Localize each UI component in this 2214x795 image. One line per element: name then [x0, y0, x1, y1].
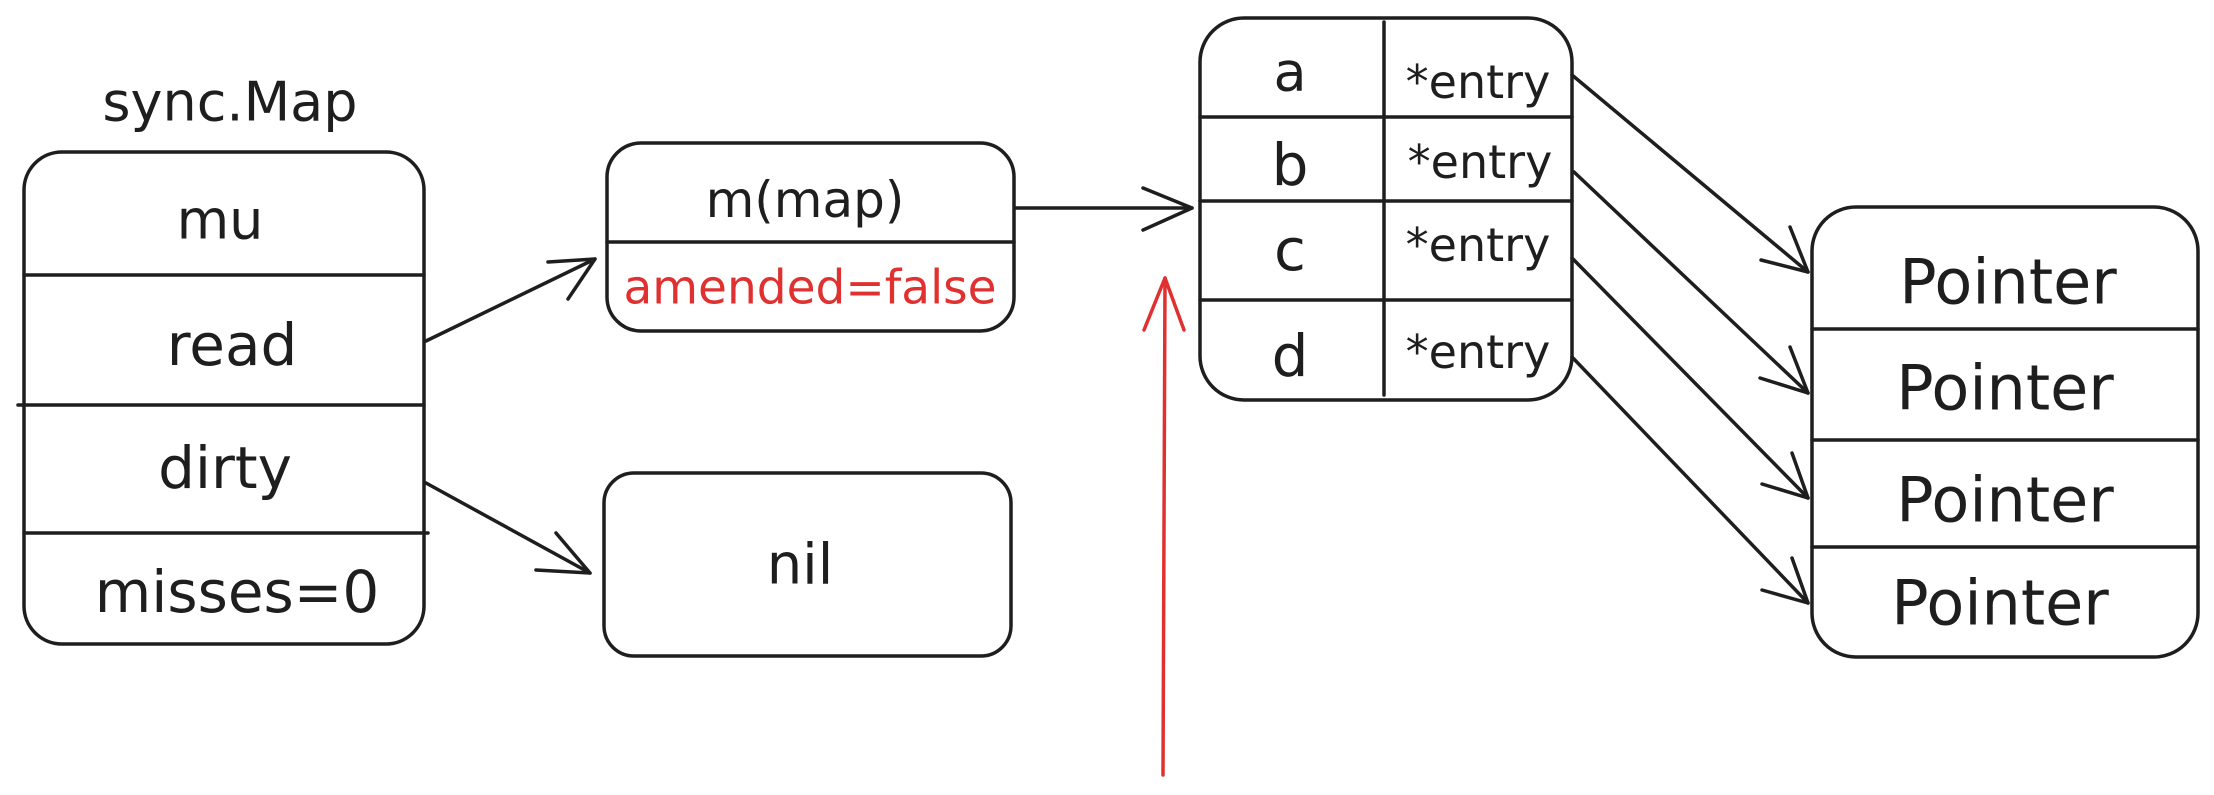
amended-flag: amended=false: [623, 261, 996, 316]
red-pointer-arrow: [1142, 276, 1186, 777]
pointer-4: Pointer: [1891, 567, 2109, 640]
dirty-nil-label: nil: [767, 533, 834, 598]
field-mu: mu: [177, 189, 264, 252]
entry-value-d: *entry: [1406, 325, 1551, 379]
read-only-box: m(map) amended=false: [605, 141, 1016, 333]
pointer-1: Pointer: [1899, 246, 2117, 319]
entry-value-a: *entry: [1406, 55, 1551, 109]
field-read: read: [167, 311, 298, 379]
entry-key-a: a: [1273, 41, 1306, 104]
arrow-readonly-to-entries: [1014, 186, 1194, 232]
pointer-stack: Pointer Pointer Pointer Pointer: [1810, 205, 2200, 659]
entry-key-c: c: [1274, 216, 1306, 284]
arrow-dirty-to-nil: [424, 481, 592, 575]
read-map-field: m(map): [706, 171, 905, 229]
sync-map-box: mu read dirty misses=0: [16, 150, 430, 646]
entry-value-b: *entry: [1408, 135, 1553, 189]
pointer-2: Pointer: [1896, 352, 2114, 425]
sync-map-title: sync.Map: [102, 71, 357, 134]
arrow-entry-d-to-pointer: [1570, 355, 1810, 605]
field-dirty: dirty: [158, 434, 292, 502]
dirty-nil-box: nil: [602, 471, 1013, 658]
arrow-entry-c-to-pointer: [1570, 256, 1810, 500]
arrow-read-to-readonly: [424, 257, 597, 343]
entry-key-d: d: [1272, 322, 1309, 390]
arrow-entry-b-to-pointer: [1572, 170, 1810, 395]
entry-value-c: *entry: [1406, 218, 1551, 272]
map-entries-table: a b c d *entry *entry *entry *entry: [1198, 16, 1574, 402]
pointer-3: Pointer: [1896, 464, 2114, 537]
arrow-entry-a-to-pointer: [1570, 73, 1810, 274]
field-misses: misses=0: [95, 558, 379, 626]
entry-key-b: b: [1272, 131, 1309, 199]
